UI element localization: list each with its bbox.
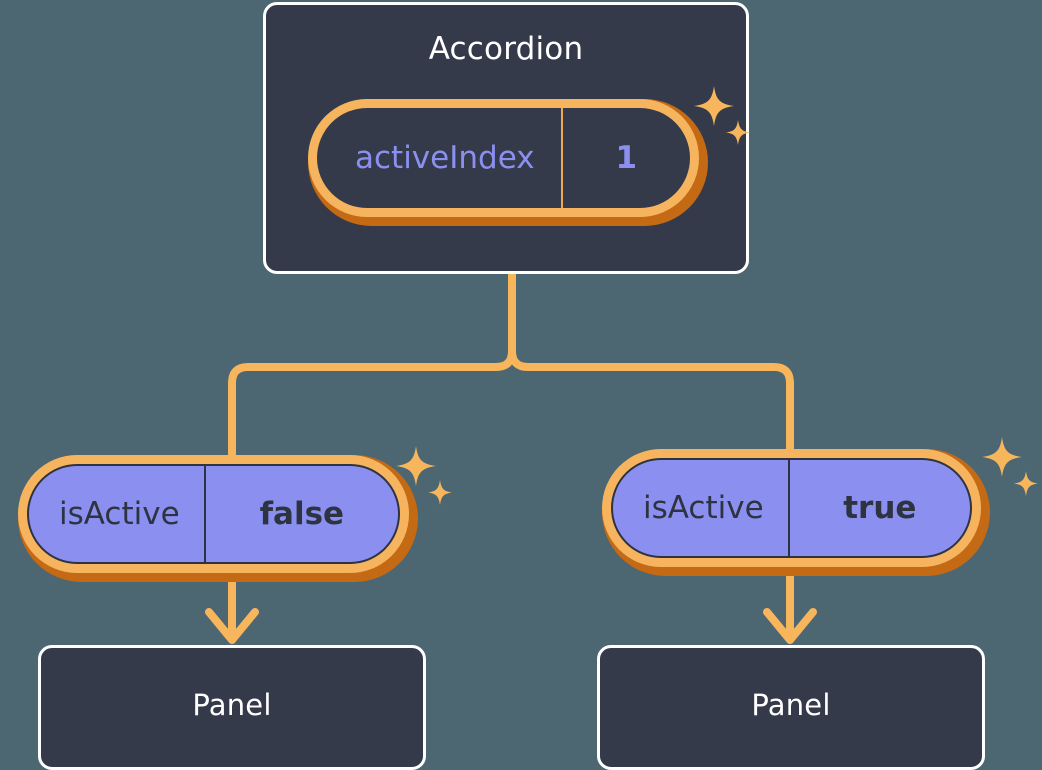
panel-component-card-right[interactable]: Panel bbox=[597, 645, 985, 770]
tree-branch-connector-right bbox=[508, 269, 794, 453]
tree-branch-connector bbox=[228, 269, 516, 459]
four-pointed-star-small-icon bbox=[428, 480, 452, 505]
state-key-label: isActive bbox=[59, 496, 180, 532]
panel-title: Panel bbox=[751, 688, 831, 722]
state-key-label: activeIndex bbox=[355, 140, 535, 176]
arrow-down-icon-right-head bbox=[763, 608, 817, 644]
four-pointed-star-small-icon bbox=[1014, 471, 1038, 496]
panel-component-card-left[interactable]: Panel bbox=[38, 645, 426, 770]
pill-body: isActive false bbox=[27, 464, 400, 564]
arrow-down-icon-left-head bbox=[205, 608, 259, 644]
state-pill-is-active-false[interactable]: isActive false bbox=[18, 455, 418, 582]
pill-body: isActive true bbox=[611, 458, 972, 558]
pill-body: activeIndex 1 bbox=[317, 108, 690, 208]
state-value-label: 1 bbox=[560, 108, 690, 208]
state-value-label: false bbox=[203, 466, 398, 562]
state-pill-active-index[interactable]: activeIndex 1 bbox=[308, 99, 708, 226]
panel-title: Panel bbox=[192, 688, 272, 722]
state-key-label: isActive bbox=[643, 490, 764, 526]
state-pill-is-active-true[interactable]: isActive true bbox=[602, 449, 990, 576]
accordion-title: Accordion bbox=[428, 31, 584, 67]
state-value-label: true bbox=[787, 460, 970, 556]
